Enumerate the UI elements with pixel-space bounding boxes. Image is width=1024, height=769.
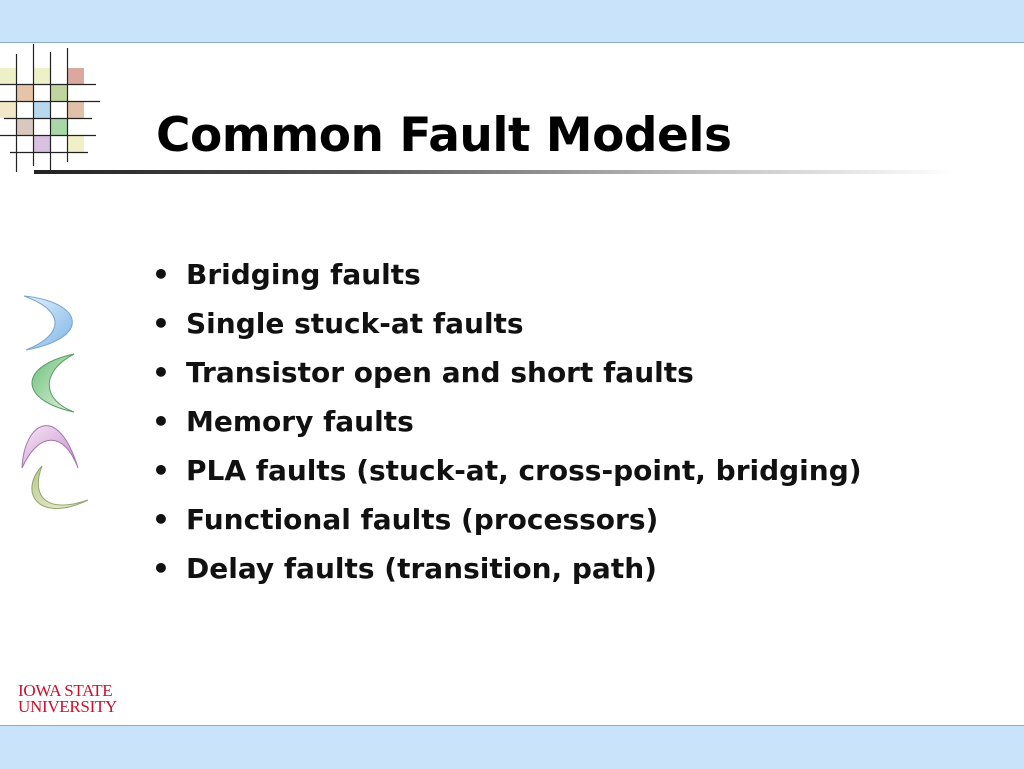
title-underline — [34, 170, 954, 174]
bullet-list: • Bridging faults • Single stuck-at faults… — [148, 250, 862, 593]
crescent-decoration — [21, 295, 89, 509]
university-logo: IOWA STATE UNIVERSITY — [18, 681, 117, 716]
bullet-text: Transistor open and short faults — [186, 356, 694, 389]
bottom-band — [0, 725, 1024, 769]
bullet-dot: • — [152, 503, 170, 536]
bullet-text: Delay faults (transition, path) — [186, 552, 657, 585]
list-item: • Functional faults (processors) — [148, 495, 862, 544]
list-item: • Single stuck-at faults — [148, 299, 862, 348]
bullet-text: Memory faults — [186, 405, 414, 438]
bullet-dot: • — [152, 405, 170, 438]
list-item: • PLA faults (stuck-at, cross-point, brid… — [148, 446, 862, 495]
list-item: • Bridging faults — [148, 250, 862, 299]
bullet-text: Functional faults (processors) — [186, 503, 659, 536]
bullet-dot: • — [152, 307, 170, 340]
grid-decoration — [0, 44, 100, 172]
bullet-dot: • — [152, 356, 170, 389]
top-band — [0, 0, 1024, 43]
slide-title: Common Fault Models — [156, 108, 732, 163]
bullet-text: PLA faults (stuck-at, cross-point, bridg… — [186, 454, 862, 487]
bullet-text: Single stuck-at faults — [186, 307, 524, 340]
bullet-text: Bridging faults — [186, 258, 421, 291]
bullet-dot: • — [152, 552, 170, 585]
list-item: • Memory faults — [148, 397, 862, 446]
logo-line-2: UNIVERSITY — [18, 697, 117, 716]
logo-line-1: IOWA STATE — [18, 681, 113, 700]
bullet-dot: • — [152, 258, 170, 291]
list-item: • Delay faults (transition, path) — [148, 544, 862, 593]
bullet-dot: • — [152, 454, 170, 487]
list-item: • Transistor open and short faults — [148, 348, 862, 397]
